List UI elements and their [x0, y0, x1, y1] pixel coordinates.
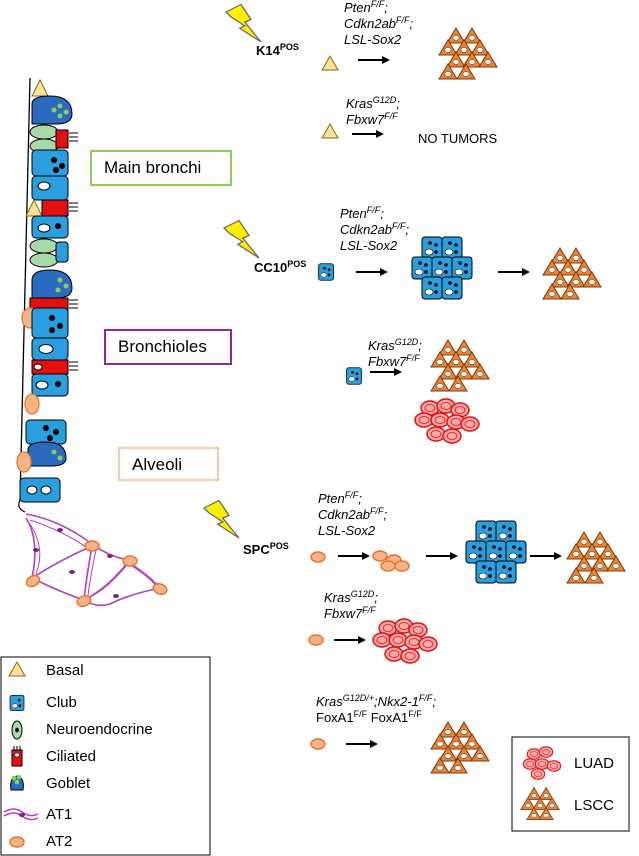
legend-ciliated-label: Ciliated [46, 748, 97, 765]
driver-spc: SPCPOS [243, 541, 289, 558]
legend-goblet-icon [10, 774, 24, 791]
at2-cell-icon [310, 551, 326, 563]
basal-cell-icon [321, 54, 339, 71]
bolt-icon [203, 499, 240, 539]
arrow-icon [345, 739, 379, 749]
arrow-icon [529, 551, 563, 561]
legend-goblet-label: Goblet [46, 775, 91, 792]
club-hyperplasia-icon [465, 520, 527, 584]
arrow-icon [497, 267, 531, 277]
bolt-icon [225, 3, 262, 43]
legend-ciliated-icon [11, 746, 23, 767]
alveolar-network [25, 513, 161, 607]
legend-club-label: Club [46, 694, 77, 711]
no-tumors-label: NO TUMORS [418, 131, 498, 146]
legend-club-icon [9, 694, 25, 712]
club-hyperplasia-icon [411, 236, 473, 300]
legend-at1-icon [3, 808, 39, 821]
region-main-bronchi: Main bronchi [90, 150, 232, 186]
lscc-tumor-icon [542, 247, 602, 300]
genotype-spc-pten: PtenF/F; Cdkn2abF/F; LSL-Sox2 [318, 490, 388, 539]
arrow-icon [337, 551, 371, 561]
genotype-spc-kras: KrasG12D; Fbxw7F/F [324, 589, 378, 622]
driver-cc10: CC10POS [254, 259, 307, 276]
club-cell-icon [346, 367, 362, 385]
lscc-tumor-icon [566, 531, 626, 584]
legend-neuroendocrine-icon [11, 720, 23, 740]
at2-hyperplasia-icon [372, 550, 410, 572]
luad-tumor-icon [414, 398, 480, 444]
basal-cell-icon [321, 122, 339, 139]
bolt-icon [223, 219, 260, 259]
lscc-tumor-icon [438, 27, 498, 80]
legend-basal-label: Basal [46, 662, 84, 679]
legend-at2-label: AT2 [46, 833, 73, 850]
legend-at1-label: AT1 [46, 806, 73, 823]
legend-lscc-label: LSCC [574, 797, 615, 814]
at2-cell-icon [310, 738, 326, 750]
legend-at2-icon [9, 836, 25, 848]
club-cell-icon [318, 263, 334, 281]
luad-tumor-icon [372, 618, 438, 664]
legend-basal-icon [8, 660, 26, 677]
arrow-icon [351, 129, 385, 139]
lscc-tumor-icon [430, 339, 490, 392]
genotype-cc10-kras: KrasG12D; Fbxw7F/F [368, 337, 422, 370]
arrow-icon [333, 635, 367, 645]
at2-cell-icon [308, 634, 324, 646]
genotype-k14-pten: PtenF/F; Cdkn2abF/F; LSL-Sox2 [344, 0, 414, 47]
legend-luad-label: LUAD [574, 755, 615, 772]
genotype-spc-nkx: KrasG12D/+;Nkx2-1F/F; FoxA1F/F FoxA1F/F [316, 693, 436, 726]
arrow-icon [357, 55, 391, 65]
airway-epithelium [16, 77, 78, 513]
legend-neuroendocrine-label: Neuroendocrine [46, 721, 153, 738]
genotype-cc10-pten: PtenF/F; Cdkn2abF/F; LSL-Sox2 [340, 205, 410, 254]
region-alveoli: Alveoli [118, 447, 219, 481]
genotype-k14-kras: KrasG12D; Fbxw7F/F [346, 95, 400, 128]
arrow-icon [355, 267, 389, 277]
lscc-tumor-icon [430, 721, 490, 774]
cell-legend-box [0, 656, 211, 856]
region-bronchioles: Bronchioles [104, 329, 232, 365]
driver-k14: K14POS [256, 42, 299, 59]
arrow-icon [425, 551, 459, 561]
